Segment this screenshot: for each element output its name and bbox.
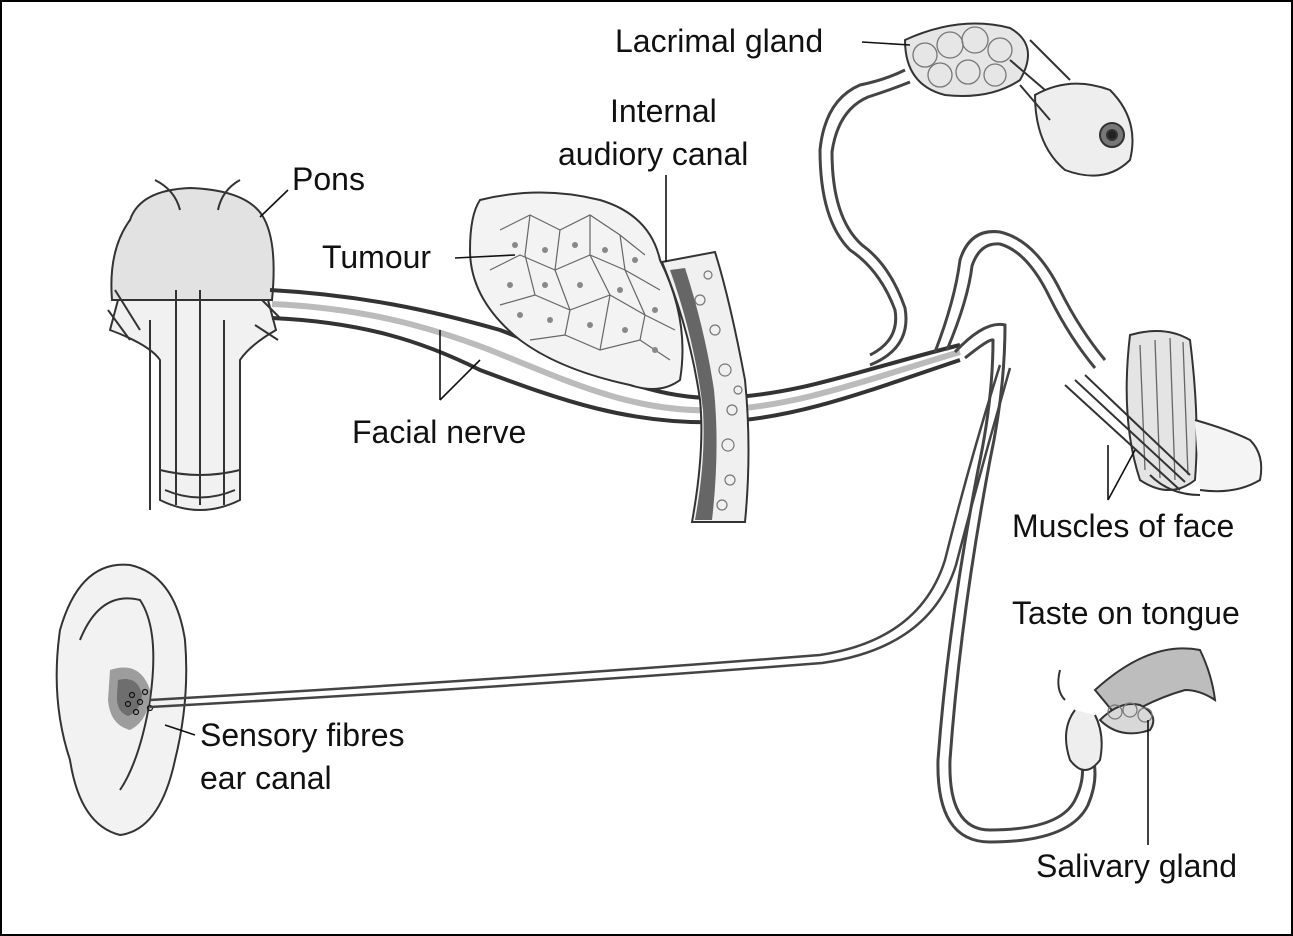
label-sensory-fibres: Sensory fibres — [200, 717, 405, 753]
tumour-illustration — [455, 193, 683, 390]
label-internal-canal-line1: Internal — [610, 93, 717, 129]
label-lacrimal-gland: Lacrimal gland — [615, 23, 823, 59]
lacrimal-branch-nerve — [820, 70, 910, 365]
label-ear-canal: ear canal — [200, 760, 332, 796]
pons-brainstem-illustration — [108, 180, 288, 510]
sensory-fibre-nerve — [150, 365, 1010, 707]
facial-nerve-leader-b — [440, 360, 480, 400]
label-tumour: Tumour — [322, 239, 431, 275]
label-salivary-gland: Salivary gland — [1036, 848, 1237, 884]
pons-leader-line — [260, 190, 288, 217]
label-pons: Pons — [292, 161, 365, 197]
label-internal-canal-line2: audiory canal — [558, 136, 748, 172]
label-taste-on-tongue: Taste on tongue — [1012, 595, 1240, 631]
chorda-tympani-branch-nerve — [938, 324, 1095, 842]
lacrimal-gland-illustration — [862, 24, 1133, 176]
facial-muscles-illustration — [1065, 331, 1261, 500]
muscles-leader-b — [1108, 450, 1135, 500]
label-facial-nerve: Facial nerve — [352, 414, 526, 450]
label-muscles-of-face: Muscles of face — [1012, 508, 1234, 544]
lacrimal-leader-line — [862, 42, 910, 45]
